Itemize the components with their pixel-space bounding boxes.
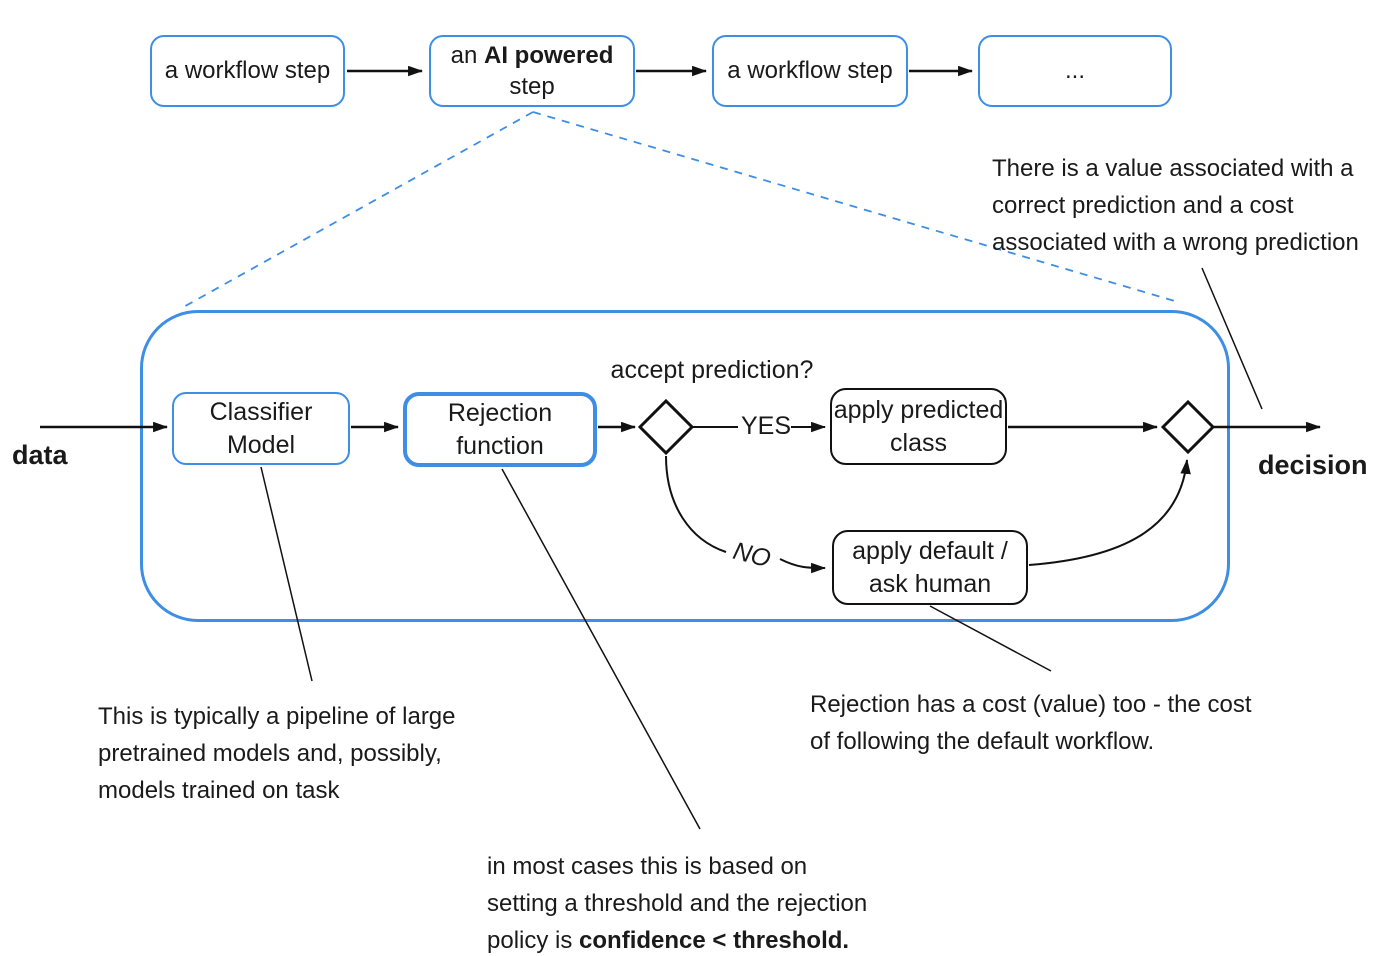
- workflow-step-1-label: a workflow step: [164, 57, 331, 85]
- rejection-note-line3-prefix: policy is: [487, 927, 580, 954]
- zoom-guide-left: [179, 111, 534, 310]
- rejection-note-line3: policy is confidence < threshold.: [487, 922, 947, 956]
- classifier-note-line1: This is typically a pipeline of large: [98, 703, 456, 730]
- curve-gateway-no: [665, 455, 727, 553]
- workflow-step-ellipsis-label: ...: [1064, 57, 1085, 85]
- ai-step-bold: AI powered: [484, 41, 614, 69]
- arrow-no-apply-default: [779, 558, 827, 574]
- classifier-model-line2: Model: [226, 430, 296, 459]
- data-input-label: data: [12, 440, 68, 470]
- workflow-step-box-1: a workflow step: [150, 35, 345, 107]
- workflow-step-3-label: a workflow step: [727, 57, 893, 85]
- yes-branch-label: YES: [741, 412, 792, 440]
- classifier-model-line1: Classifier: [209, 398, 313, 426]
- rejection-cost-line2: of following the default workflow.: [810, 728, 1155, 755]
- ai-powered-step-line1: an AI powered: [451, 40, 614, 71]
- apply-default-line1: apply default /: [852, 537, 1008, 565]
- classifier-model-box: Classifier Model: [172, 392, 350, 465]
- ai-step-container: [140, 310, 1230, 622]
- rejection-cost-note: Rejection has a cost (value) too - the c…: [810, 686, 1330, 760]
- zoom-guide-right: [532, 111, 1179, 303]
- classifier-note: This is typically a pipeline of large pr…: [98, 698, 528, 809]
- rejection-note-line2: setting a threshold and the rejection: [487, 890, 868, 917]
- apply-predicted-line1: apply predicted: [833, 396, 1004, 424]
- workflow-step-box-3: a workflow step: [712, 35, 908, 107]
- leader-rejection-note: [501, 468, 701, 830]
- value-cost-note: There is a value associated with a corre…: [992, 150, 1400, 261]
- value-cost-line2: correct prediction and a cost: [992, 192, 1294, 219]
- ai-powered-step-line2: step: [509, 73, 555, 100]
- leader-value-cost-note: [1201, 267, 1263, 410]
- curve-apply-default-merge: [1028, 458, 1191, 566]
- rejection-function-line1: Rejection: [447, 399, 553, 427]
- accept-gateway-diamond: [637, 398, 695, 456]
- rejection-note-line1: in most cases this is based on: [487, 853, 808, 880]
- apply-predicted-line2: class: [890, 428, 947, 457]
- rejection-function-box: Rejection function: [403, 392, 597, 467]
- rejection-note-line3-bold: confidence < threshold.: [579, 927, 850, 954]
- merge-gateway-diamond: [1160, 399, 1216, 455]
- rejection-cost-line1: Rejection has a cost (value) too - the c…: [810, 691, 1252, 718]
- decision-output-label: decision: [1258, 450, 1368, 480]
- rejection-function-line2: function: [456, 431, 544, 460]
- apply-default-line2: ask human: [868, 569, 992, 598]
- apply-predicted-class-box: apply predicted class: [830, 388, 1007, 465]
- ai-step-prefix: an: [450, 41, 484, 69]
- classifier-note-line2: pretrained models and, possibly,: [98, 740, 442, 767]
- leader-rejection-cost-note: [929, 605, 1052, 672]
- accept-prediction-question: accept prediction?: [610, 356, 814, 384]
- workflow-step-box-ellipsis: ...: [978, 35, 1172, 107]
- classifier-note-line3: models trained on task: [98, 777, 340, 804]
- apply-default-box: apply default / ask human: [832, 530, 1028, 605]
- value-cost-line1: There is a value associated with a: [992, 155, 1354, 182]
- leader-classifier-note: [260, 466, 313, 682]
- rejection-note: in most cases this is based on setting a…: [487, 848, 947, 956]
- value-cost-line3: associated with a wrong prediction: [992, 229, 1359, 256]
- ai-powered-step-box: an AI powered step: [429, 35, 635, 107]
